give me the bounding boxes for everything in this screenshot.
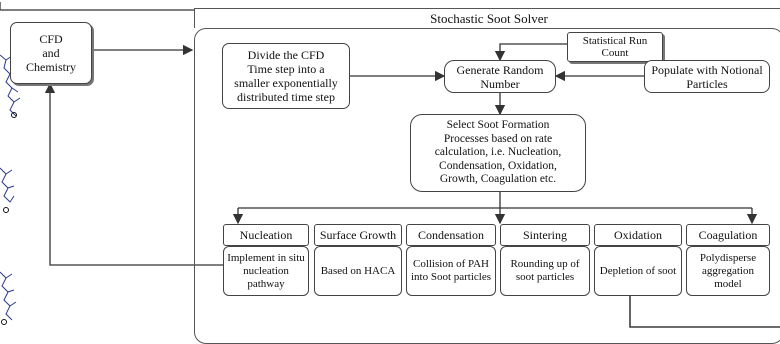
connector-layer <box>0 2 780 328</box>
process-title-coagulation: Coagulation <box>686 224 770 246</box>
process-desc-sintering: Rounding up of soot particles <box>500 246 590 296</box>
molecule-graphic-bottom <box>0 271 17 325</box>
select-soot-processes-box: Select Soot Formation Processes based on… <box>410 114 586 192</box>
populate-notional-particles-box: Populate with Notional Particles <box>644 60 770 93</box>
process-desc-oxidation: Depletion of soot <box>594 246 682 296</box>
statistical-run-count-box: Statistical Run Count <box>567 32 663 62</box>
process-desc-surface-growth: Based on HACA <box>314 246 402 296</box>
process-desc-condensation: Collision of PAH into Soot particles <box>406 246 496 296</box>
solver-title: Stochastic Soot Solver <box>194 8 780 28</box>
generate-random-number-box: Generate Random Number <box>444 60 556 93</box>
process-title-oxidation: Oxidation <box>594 224 682 246</box>
process-desc-coagulation: Polydisperse aggregation model <box>686 246 770 296</box>
molecule-graphic-middle <box>0 167 15 213</box>
process-desc-nucleation: Implement in situ nucleation pathway <box>223 246 309 296</box>
arrow-statistical-to-generate <box>494 43 567 62</box>
process-title-sintering: Sintering <box>500 224 590 246</box>
top-frame-line <box>0 2 200 11</box>
arrow-nucleation-to-cfd <box>44 82 223 266</box>
process-title-surface-growth: Surface Growth <box>314 224 402 246</box>
process-title-condensation: Condensation <box>406 224 496 246</box>
divide-time-step-box: Divide the CFD Time step into a smaller … <box>222 43 350 109</box>
cfd-chemistry-box: CFD and Chemistry <box>10 22 92 84</box>
process-title-nucleation: Nucleation <box>223 224 309 246</box>
